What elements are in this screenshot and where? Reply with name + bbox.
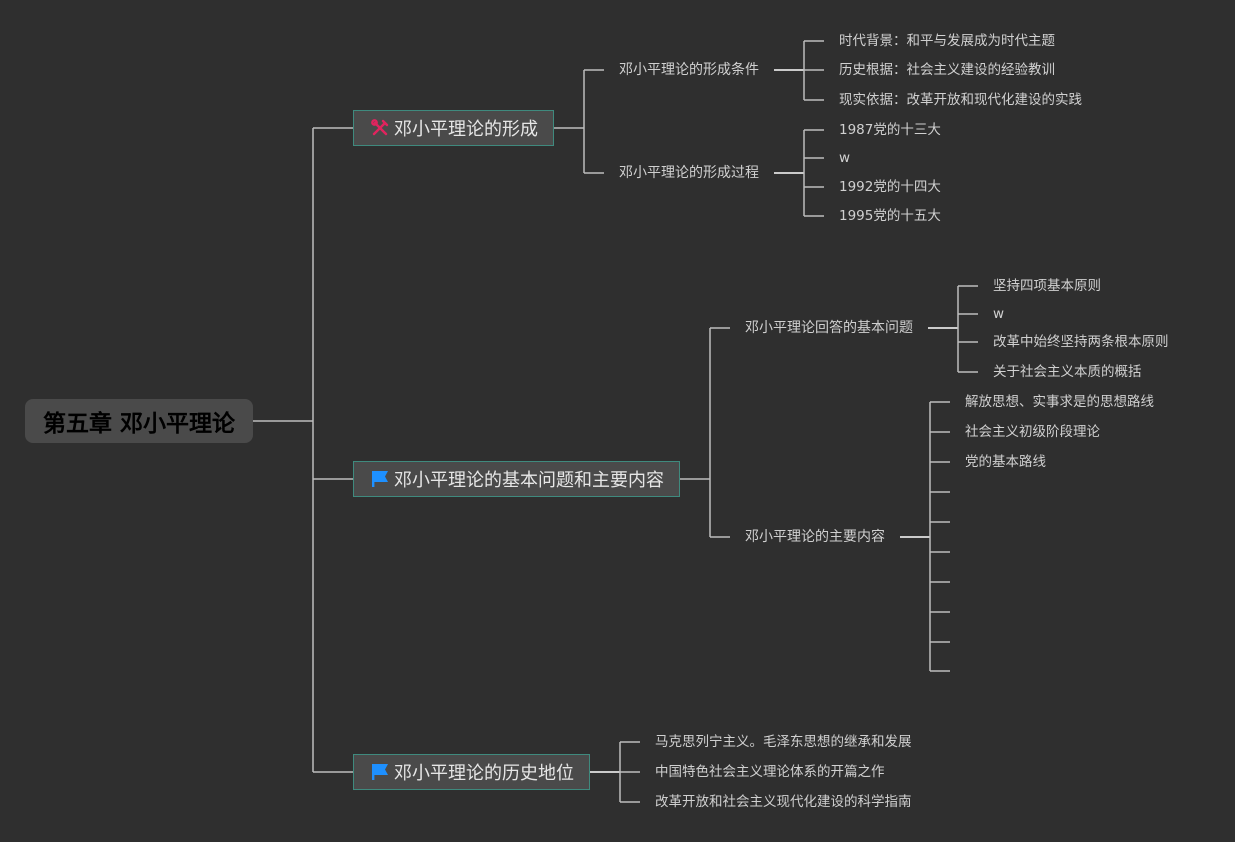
leaf-topic[interactable]: 关于社会主义本质的概括 [993,364,1142,380]
tools-icon [369,118,390,139]
sub-topic[interactable]: 邓小平理论的形成过程 [619,165,759,181]
leaf-topic[interactable]: 现实依据：改革开放和现代化建设的实践 [839,92,1082,108]
leaf-topic[interactable]: 马克思列宁主义。毛泽东思想的继承和发展 [655,734,912,750]
sub-topic[interactable]: 邓小平理论回答的基本问题 [745,320,913,336]
leaf-topic[interactable]: 时代背景：和平与发展成为时代主题 [839,33,1055,49]
leaf-topic[interactable]: 改革中始终坚持两条根本原则 [993,334,1169,350]
leaf-topic[interactable]: 中国特色社会主义理论体系的开篇之作 [655,764,885,780]
sub-topic[interactable]: 邓小平理论的主要内容 [745,529,885,545]
leaf-topic[interactable]: 社会主义初级阶段理论 [965,424,1100,440]
leaf-topic[interactable]: 历史根据：社会主义建设的经验教训 [839,62,1055,78]
root-topic[interactable]: 第五章 邓小平理论 [25,399,253,443]
leaf-topic[interactable]: 1987党的十三大 [839,122,941,138]
branch-content[interactable]: 邓小平理论的基本问题和主要内容 [353,461,680,497]
branch-label: 邓小平理论的形成 [394,119,538,140]
flag-icon [369,762,390,783]
branch-label: 邓小平理论的历史地位 [394,763,574,784]
sub-topic[interactable]: 邓小平理论的形成条件 [619,62,759,78]
branch-history[interactable]: 邓小平理论的历史地位 [353,754,590,790]
leaf-topic[interactable]: w [993,306,1005,322]
leaf-topic[interactable]: 解放思想、实事求是的思想路线 [965,394,1154,410]
branch-formation[interactable]: 邓小平理论的形成 [353,110,554,146]
branch-label: 邓小平理论的基本问题和主要内容 [394,470,664,491]
leaf-topic[interactable]: w [839,150,851,166]
leaf-topic[interactable]: 1992党的十四大 [839,179,941,195]
leaf-topic[interactable]: 党的基本路线 [965,454,1046,470]
leaf-topic[interactable]: 1995党的十五大 [839,208,941,224]
leaf-topic[interactable]: 坚持四项基本原则 [993,278,1101,294]
flag-icon [369,469,390,490]
leaf-topic[interactable]: 改革开放和社会主义现代化建设的科学指南 [655,794,912,810]
